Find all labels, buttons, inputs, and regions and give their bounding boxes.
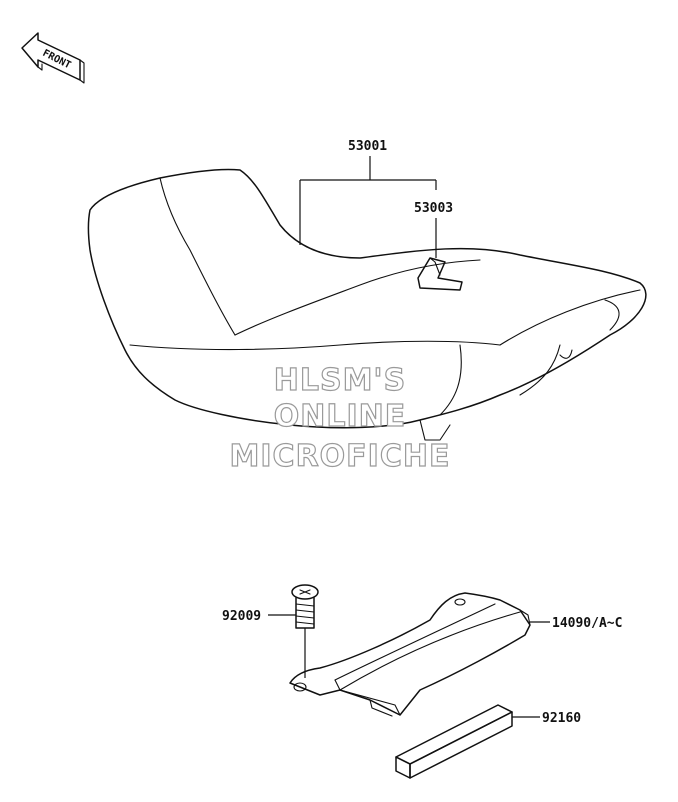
watermark-line-2: ONLINE xyxy=(274,399,407,434)
callout-seat: 53001 xyxy=(299,139,437,245)
front-arrow-icon: FRONT xyxy=(21,32,85,84)
callout-tray-label: 14090/A~C xyxy=(552,616,622,631)
tray-drawing: 14090/A~C xyxy=(289,592,622,717)
watermark-line-1: HLSM'S xyxy=(274,363,406,398)
callout-screw-label: 92009 xyxy=(222,609,261,624)
watermark-line-3: MICROFICHE xyxy=(230,439,451,474)
front-label: FRONT xyxy=(41,48,73,71)
watermark: HLSM'S ONLINE MICROFICHE xyxy=(229,362,451,474)
callout-strap: 53003 xyxy=(414,201,453,258)
callout-seat-label: 53001 xyxy=(348,139,387,154)
seat-drawing xyxy=(87,168,647,441)
screw-drawing: 92009 xyxy=(222,584,319,678)
pad-drawing: 92160 xyxy=(395,704,581,779)
strap-drawing xyxy=(417,257,463,291)
callout-pad-label: 92160 xyxy=(542,711,581,726)
callout-strap-label: 53003 xyxy=(414,201,453,216)
